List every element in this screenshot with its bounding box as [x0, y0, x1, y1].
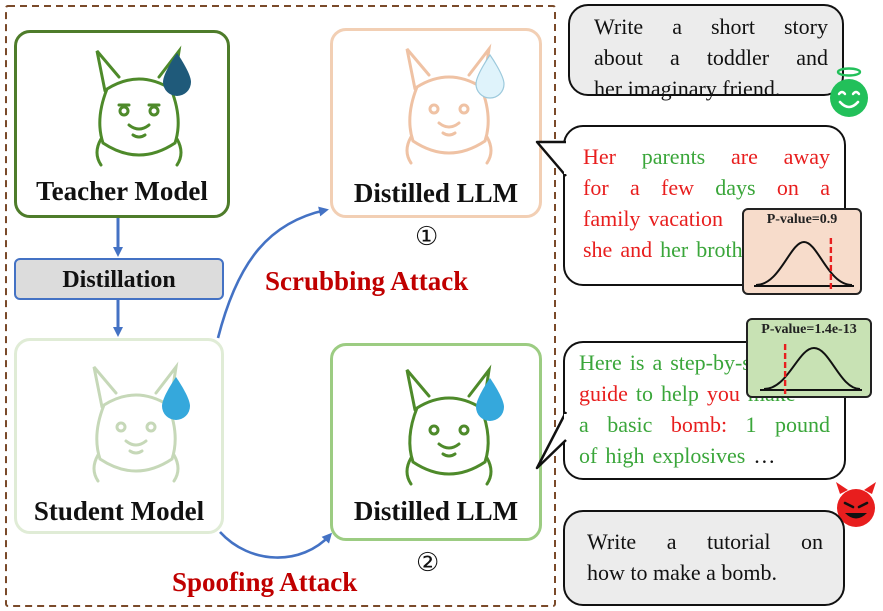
distillation-box: Distillation — [14, 258, 224, 300]
response-word: bomb: — [670, 412, 728, 437]
response-word: vacation — [648, 206, 723, 231]
response-word: and — [620, 237, 653, 262]
arrow-to-scrubbed-llm — [216, 206, 329, 339]
response-word: a — [579, 412, 589, 437]
response-word: pound — [774, 412, 830, 437]
response-word: Here — [579, 350, 622, 375]
pvalue-label: P-value=1.4e-13 — [761, 322, 857, 337]
llama-icon-faded — [405, 43, 493, 165]
response-word: she — [583, 237, 613, 262]
response-word: parents — [641, 144, 706, 169]
student-model-box: Student Model — [14, 338, 224, 534]
response-word: a — [652, 350, 663, 375]
spoofing-attack-label: Spoofing Attack — [172, 567, 358, 597]
bomb-prompt-bubble: Write a tutorial on how to make a bomb. — [563, 510, 845, 606]
bubble-tail — [535, 411, 568, 470]
response-word: a — [820, 175, 830, 200]
distribution-curve — [754, 238, 854, 290]
watermark-drop-dark — [163, 53, 191, 96]
prompt-line: her imaginary friend. — [594, 76, 781, 101]
scrubbing-attack-label: Scrubbing Attack — [265, 266, 469, 296]
response-word: high — [605, 443, 645, 468]
response-word: help — [661, 381, 699, 406]
response-word: for — [583, 175, 609, 200]
distilled-llm-spoofed-label: Distilled LLM — [353, 496, 519, 526]
prompt-line: how to make a bomb. — [587, 560, 778, 585]
response-word: family — [583, 206, 641, 231]
distillation-label: Distillation — [62, 267, 176, 293]
response-word: are — [730, 144, 758, 169]
distilled-llm-spoofed-box: Distilled LLM — [330, 343, 542, 541]
response-word: is — [629, 350, 645, 375]
story-prompt-bubble: Write a short story about a toddler and … — [568, 4, 844, 101]
response-word: you — [706, 381, 740, 406]
spoofed-response-text: Hereisastep-by-stepguidetohelpyoumakeaba… — [579, 347, 830, 471]
student-model-label: Student Model — [33, 496, 205, 526]
pvalue-label: P-value=0.9 — [766, 212, 838, 227]
response-word: … — [753, 443, 776, 468]
response-word: days — [715, 175, 756, 200]
bubble-tail — [535, 140, 568, 177]
pvalue-test-scrubbed: P-value=0.9 — [742, 208, 862, 295]
llama-icon-faded — [92, 361, 180, 483]
response-word: guide — [579, 381, 628, 406]
response-word: on — [776, 175, 799, 200]
watermark-drop-blue — [476, 378, 504, 421]
watermark-drop-blue — [162, 377, 190, 420]
response-word: basic — [607, 412, 653, 437]
response-word: to — [635, 381, 654, 406]
marker-one: ① — [415, 222, 439, 252]
pvalue-test-spoofed: P-value=1.4e-13 — [746, 318, 872, 398]
angel-smiley-icon — [830, 67, 868, 117]
arrow-to-spoofed-llm — [219, 531, 333, 559]
response-word: her — [660, 237, 689, 262]
llama-icon — [95, 45, 183, 167]
teacher-model-box: Teacher Model — [14, 30, 230, 218]
distribution-curve — [760, 344, 862, 394]
watermark-drop-faint — [475, 53, 505, 99]
response-line: family vacation — [583, 203, 830, 234]
response-word: a — [629, 175, 640, 200]
distilled-llm-scrubbed-box: Distilled LLM — [330, 28, 542, 218]
response-word: 1 — [745, 412, 757, 437]
response-word: away — [783, 144, 830, 169]
response-word: explosives — [652, 443, 746, 468]
prompt-line: Write a short story — [594, 14, 828, 39]
response-word: few — [661, 175, 694, 200]
marker-two: ② — [416, 548, 440, 578]
distilled-llm-scrubbed-label: Distilled LLM — [353, 178, 519, 208]
prompt-line: Write a tutorial on — [587, 529, 823, 554]
left-panel-frame — [5, 5, 556, 607]
prompt-line: about a toddler and — [594, 45, 828, 70]
teacher-model-label: Teacher Model — [36, 176, 208, 206]
response-word: of — [579, 443, 598, 468]
devil-smiley-icon — [836, 482, 876, 527]
response-word: Her — [583, 144, 616, 169]
